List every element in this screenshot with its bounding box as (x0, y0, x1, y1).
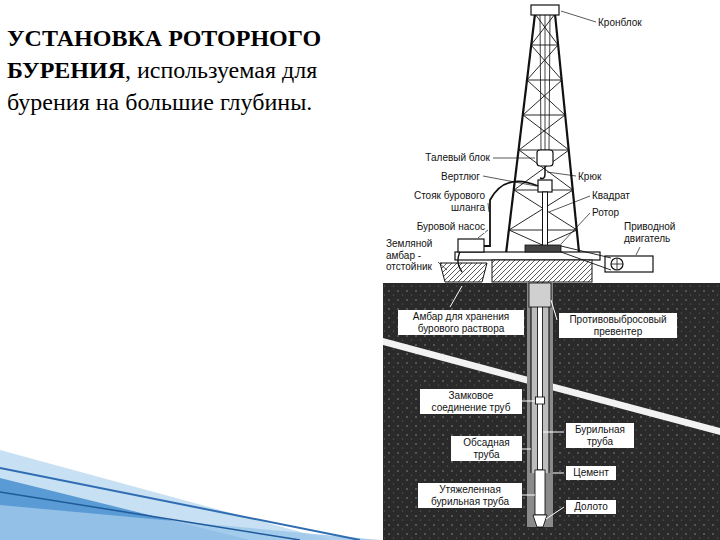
part-label: Приводной двигатель (624, 221, 696, 244)
part-label: Земляной амбар - отстойник (386, 238, 438, 273)
boxed-part-label: Замковое соединение труб (420, 389, 522, 414)
boxed-part-label: Цемент (566, 466, 616, 480)
boxed-part-label: Долото (566, 500, 616, 514)
boxed-part-label: Амбар для хранения бурового раствора (398, 310, 524, 335)
boxed-part-label: Обсадная труба (451, 436, 522, 461)
boxed-part-label: Бурильная труба (566, 423, 634, 448)
part-label: Стояк бурового шланга (400, 190, 485, 213)
boxed-part-label: Утяжеленная бурильная труба (418, 483, 522, 508)
part-label: Квадрат (592, 190, 644, 202)
title-block: УСТАНОВКА РОТОРНОГО БУРЕНИЯ, используема… (7, 22, 375, 118)
part-label: Вертлюг (425, 171, 480, 183)
part-label: Ротор (592, 207, 632, 219)
part-label: Кронблок (598, 17, 658, 29)
boxed-part-label: Противовыбросовый превентер (559, 313, 677, 338)
part-label: Буровой насос (405, 221, 485, 233)
part-label: Крюк (578, 171, 618, 183)
part-label: Талевый блок (410, 152, 490, 164)
